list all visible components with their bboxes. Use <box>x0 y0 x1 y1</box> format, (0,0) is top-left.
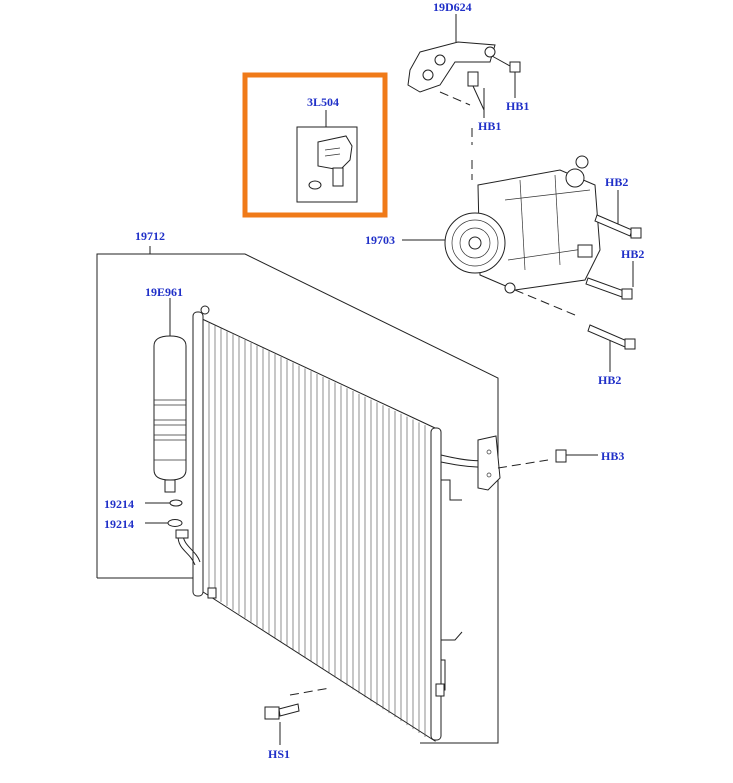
receiver-drier <box>153 298 187 493</box>
condenser-fins <box>208 322 426 738</box>
label-receiver-drier: 19E961 <box>145 285 183 299</box>
label-hb2-c: HB2 <box>598 373 621 387</box>
label-condenser: 19712 <box>135 229 165 243</box>
label-hb2-b: HB2 <box>621 247 644 261</box>
label-bracket: 19D624 <box>433 0 472 14</box>
label-hb1-b: HB1 <box>478 119 501 133</box>
label-hb1-a: HB1 <box>506 99 529 113</box>
pressure-sensor-highlight <box>242 72 388 218</box>
condenser-assembly <box>96 246 549 744</box>
o-rings <box>145 499 183 527</box>
label-oring-b: 19214 <box>104 517 134 531</box>
label-compressor: 19703 <box>365 233 395 247</box>
label-hs1: HS1 <box>268 747 290 761</box>
label-hb2-a: HB2 <box>605 175 628 189</box>
hb3-bolt <box>555 449 598 463</box>
label-hb3: HB3 <box>601 449 624 463</box>
label-sensor: 3L504 <box>307 95 339 109</box>
mounting-bracket <box>407 14 521 180</box>
ac-compressor <box>402 155 601 316</box>
label-oring-a: 19214 <box>104 497 134 511</box>
hb2-bolts <box>585 190 642 372</box>
hs1-bolt <box>264 703 300 745</box>
